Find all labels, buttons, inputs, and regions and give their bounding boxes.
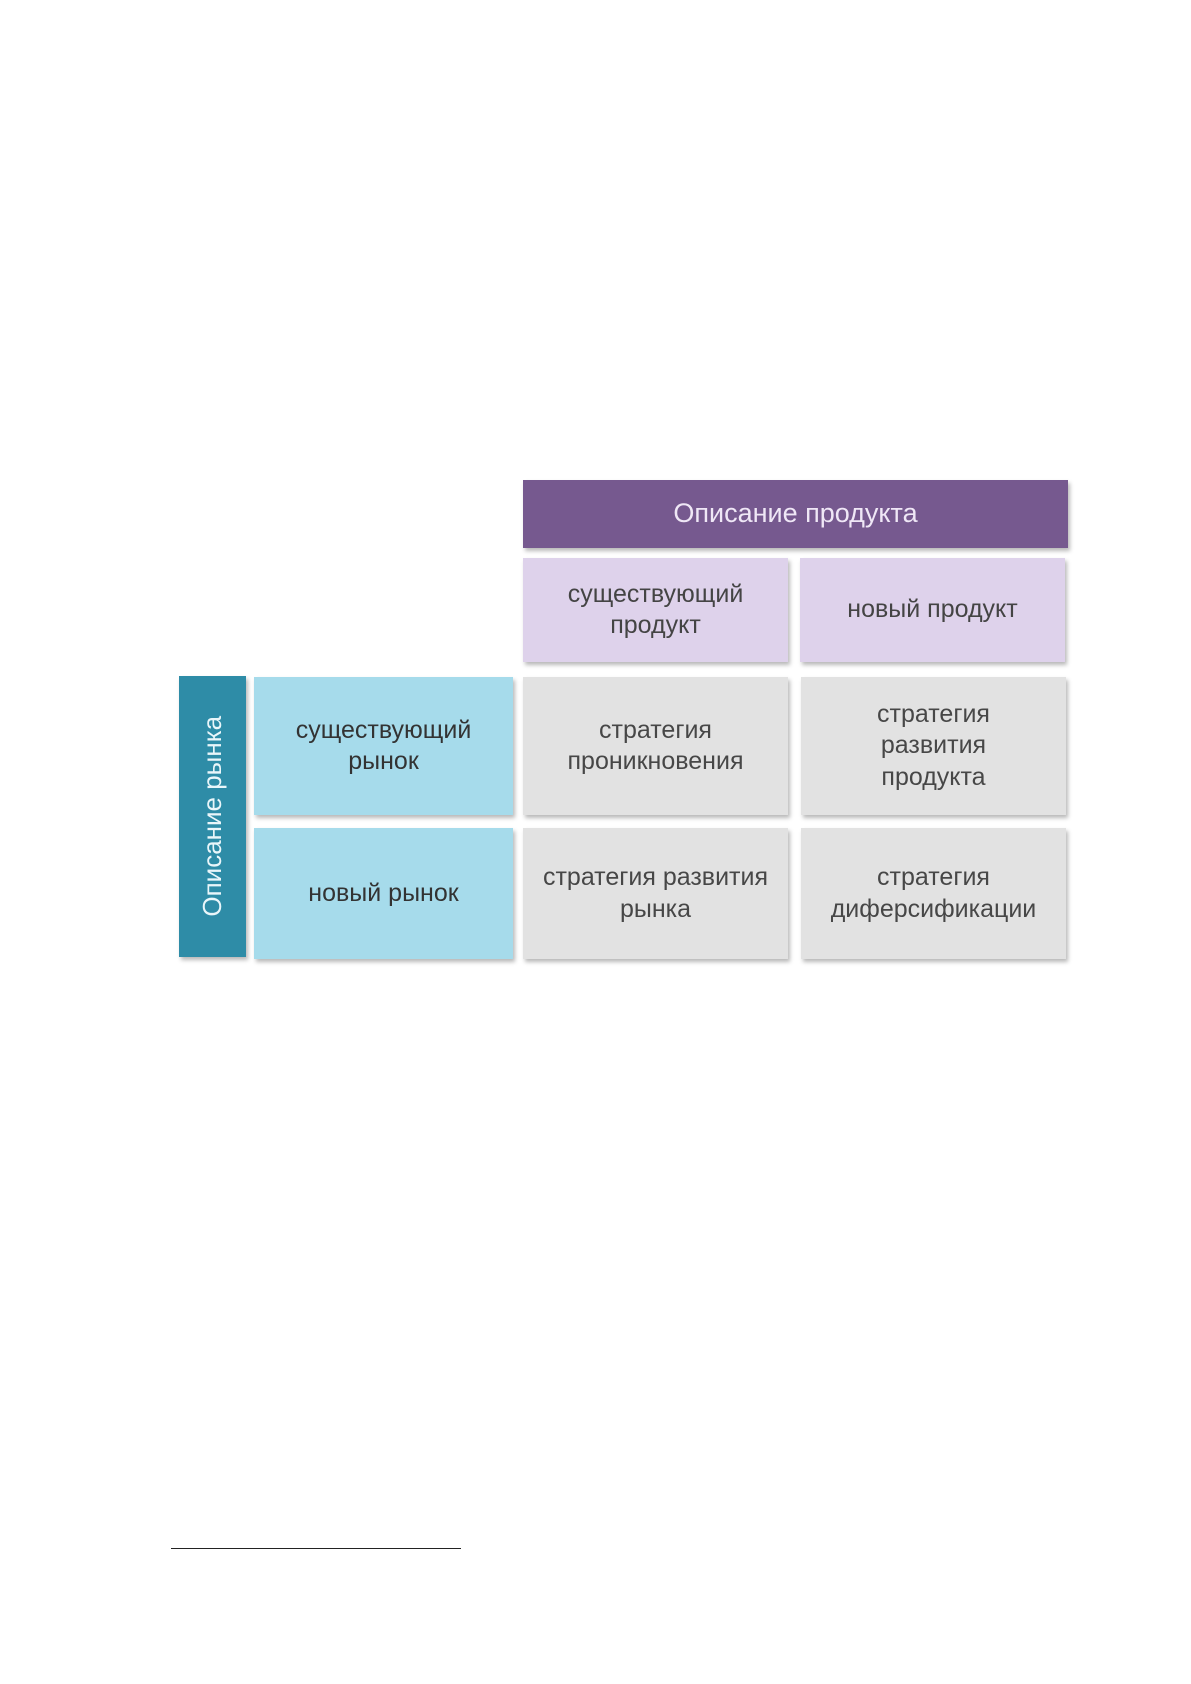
new-product-header: новый продукт	[800, 558, 1065, 662]
new-product-label: новый продукт	[847, 594, 1017, 625]
existing-product-header: существующий продукт	[523, 558, 788, 662]
product-development-strategy-label: стратегия развития продукта	[859, 699, 1009, 793]
penetration-strategy-label: стратегия проникновения	[546, 715, 766, 778]
existing-product-label: существующий продукт	[551, 579, 761, 642]
market-description-label: Описание рынка	[196, 716, 229, 917]
existing-market-label: существующий рынок	[279, 715, 489, 778]
penetration-strategy-cell: стратегия проникновения	[523, 677, 788, 815]
diversification-strategy-label: стратегия диферсификации	[809, 862, 1059, 925]
existing-market-header: существующий рынок	[254, 677, 513, 815]
market-development-strategy-cell: стратегия развития рынка	[523, 828, 788, 959]
product-description-header: Описание продукта	[523, 480, 1068, 548]
footnote-separator	[171, 1548, 461, 1549]
product-development-strategy-cell: стратегия развития продукта	[801, 677, 1066, 815]
product-description-label: Описание продукта	[673, 497, 917, 531]
diversification-strategy-cell: стратегия диферсификации	[801, 828, 1066, 959]
new-market-label: новый рынок	[308, 878, 458, 909]
new-market-header: новый рынок	[254, 828, 513, 959]
market-development-strategy-label: стратегия развития рынка	[536, 862, 776, 925]
market-description-header: Описание рынка	[179, 676, 246, 957]
